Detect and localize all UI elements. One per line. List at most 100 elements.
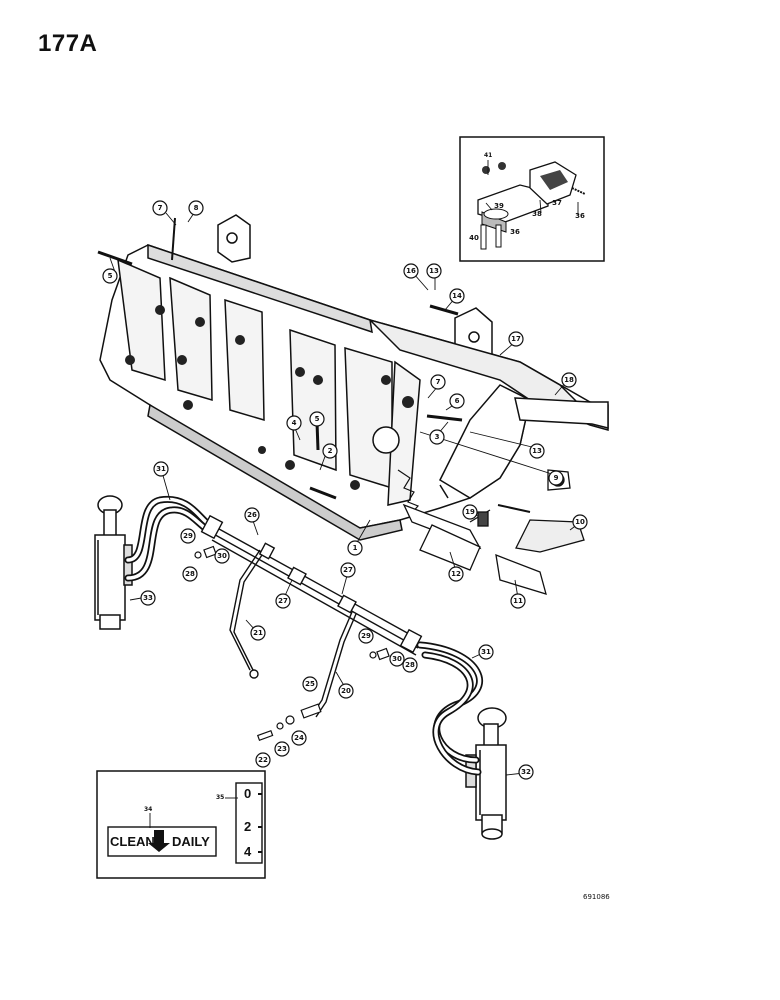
gauge-value-2: 2 xyxy=(244,819,252,834)
svg-text:36: 36 xyxy=(575,212,585,220)
decal-clean-text: CLEAN xyxy=(110,834,155,849)
callout-c7b: 7 xyxy=(430,374,446,390)
svg-text:17: 17 xyxy=(511,335,521,343)
callout-c7a: 7 xyxy=(152,200,168,216)
svg-text:32: 32 xyxy=(521,768,531,776)
svg-text:7: 7 xyxy=(158,204,163,212)
callout-c39: 39 xyxy=(494,202,504,210)
callout-c32: 32 xyxy=(518,764,534,780)
decal-box xyxy=(96,770,266,879)
callout-c30b: 30 xyxy=(389,651,405,667)
callout-c17: 17 xyxy=(508,331,524,347)
callout-c13b: 13 xyxy=(529,443,545,459)
svg-text:27: 27 xyxy=(343,566,353,574)
left-tilt-cylinder xyxy=(94,495,133,630)
svg-text:1: 1 xyxy=(353,544,358,552)
svg-text:10: 10 xyxy=(575,518,585,526)
callout-34: 34 xyxy=(144,806,153,813)
bucket-assembly xyxy=(97,214,609,541)
svg-text:20: 20 xyxy=(341,687,351,695)
svg-text:36: 36 xyxy=(510,228,520,236)
svg-text:22: 22 xyxy=(258,756,268,764)
callout-c2: 2 xyxy=(322,443,338,459)
callout-c11: 11 xyxy=(510,593,526,609)
svg-text:3: 3 xyxy=(435,433,440,441)
callout-c31b: 31 xyxy=(478,644,494,660)
page-number: 177A xyxy=(38,30,98,57)
svg-text:30: 30 xyxy=(392,655,402,663)
level-gauge xyxy=(235,782,263,864)
callout-c14: 14 xyxy=(449,288,465,304)
svg-text:31: 31 xyxy=(156,465,166,473)
callout-c20: 20 xyxy=(338,683,354,699)
svg-text:13: 13 xyxy=(429,267,439,275)
decal-daily-text: DAILY xyxy=(172,834,210,849)
gauge-value-0: 0 xyxy=(244,786,252,801)
callout-c36b: 36 xyxy=(510,228,520,236)
svg-text:28: 28 xyxy=(405,661,415,669)
callout-c25: 25 xyxy=(302,676,318,692)
callout-c33: 33 xyxy=(140,590,156,606)
gauge-value-4: 4 xyxy=(244,844,252,859)
svg-text:19: 19 xyxy=(465,508,475,516)
svg-text:39: 39 xyxy=(494,202,504,210)
callout-c37: 37 xyxy=(552,199,562,207)
steel-tubes xyxy=(200,514,423,718)
tooth-detail-inset xyxy=(459,136,605,262)
callout-c26: 26 xyxy=(244,507,260,523)
svg-text:14: 14 xyxy=(452,292,462,300)
svg-text:29: 29 xyxy=(361,632,371,640)
callout-c21: 21 xyxy=(250,625,266,641)
svg-text:29: 29 xyxy=(183,532,193,540)
svg-text:26: 26 xyxy=(247,511,257,519)
svg-text:30: 30 xyxy=(217,552,227,560)
svg-text:40: 40 xyxy=(469,234,479,242)
callout-c3: 3 xyxy=(429,429,445,445)
callout-c8a: 8 xyxy=(188,200,204,216)
svg-text:5: 5 xyxy=(315,415,320,423)
svg-text:5: 5 xyxy=(108,272,113,280)
callout-c5: 5 xyxy=(102,268,118,284)
svg-text:4: 4 xyxy=(292,419,297,427)
svg-text:25: 25 xyxy=(305,680,315,688)
svg-text:11: 11 xyxy=(513,597,523,605)
callout-c40: 40 xyxy=(469,234,479,242)
svg-text:21: 21 xyxy=(253,629,263,637)
callout-c9: 9 xyxy=(548,470,564,486)
callout-c28a: 28 xyxy=(182,566,198,582)
callout-41: 41 xyxy=(484,152,493,159)
callout-c1: 1 xyxy=(347,540,363,556)
svg-text:18: 18 xyxy=(564,376,574,384)
svg-text:33: 33 xyxy=(143,594,153,602)
callout-c30a: 30 xyxy=(214,548,230,564)
hydraulic-hoses xyxy=(124,495,483,776)
svg-text:9: 9 xyxy=(554,474,559,482)
callout-c12: 12 xyxy=(448,566,464,582)
svg-text:27: 27 xyxy=(278,597,288,605)
svg-text:13: 13 xyxy=(532,447,542,455)
callout-c13a: 13 xyxy=(426,263,442,279)
callout-c19: 19 xyxy=(462,504,478,520)
callout-c27b: 27 xyxy=(275,593,291,609)
callout-c6: 6 xyxy=(449,393,465,409)
callout-c29b: 29 xyxy=(358,628,374,644)
right-tilt-cylinder xyxy=(465,707,507,840)
callout-c4: 4 xyxy=(286,415,302,431)
svg-text:2: 2 xyxy=(328,447,333,455)
callout-c10: 10 xyxy=(572,514,588,530)
callout-c28b: 28 xyxy=(402,657,418,673)
callout-c5b: 5 xyxy=(309,411,325,427)
callout-c31a: 31 xyxy=(153,461,169,477)
svg-text:6: 6 xyxy=(455,397,460,405)
tube-clamps xyxy=(194,545,390,741)
callout-c24: 24 xyxy=(291,730,307,746)
svg-text:28: 28 xyxy=(185,570,195,578)
down-arrow-icon xyxy=(148,830,170,852)
svg-text:8: 8 xyxy=(194,204,199,212)
svg-text:24: 24 xyxy=(294,734,304,742)
svg-text:7: 7 xyxy=(436,378,441,386)
svg-text:31: 31 xyxy=(481,648,491,656)
svg-text:16: 16 xyxy=(406,267,416,275)
